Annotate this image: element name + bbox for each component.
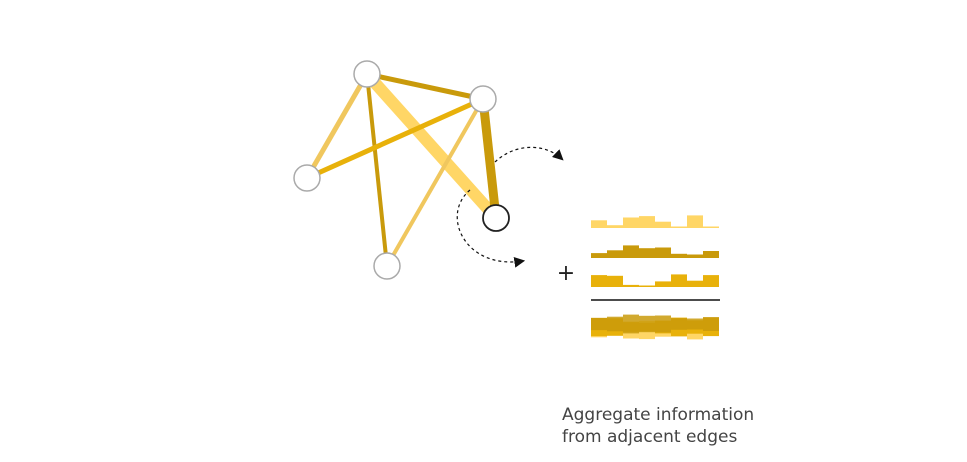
message-bar-row1-4 [639,216,655,228]
node-top [353,60,381,88]
message-bar-row3-2 [607,275,623,287]
sum-bar-layer2-2 [607,316,623,332]
message-bar-row3-3 [623,284,639,287]
message-arrows [456,146,564,268]
incoming-message-arrow-top [494,146,564,163]
edge-right-target [478,98,501,219]
message-bar-row2-2 [607,250,623,258]
edge-message-vectors [591,215,719,287]
message-bar-row1-1 [591,220,607,228]
sum-bar-layer2-3 [623,314,639,334]
sum-bar-layer2-7 [687,318,703,330]
message-bar-row3-5 [655,281,671,287]
sum-bar-layer2-1 [591,317,607,331]
message-bar-row3-7 [687,280,703,287]
node-right [469,85,497,113]
message-bar-row3-4 [639,285,655,287]
graph-nodes [293,60,510,280]
sum-bar-layer2-4 [639,315,655,333]
message-bar-row3-1 [591,275,607,287]
node-left [293,164,321,192]
plus-sign: + [557,261,575,286]
edge-top-left [304,72,370,180]
sum-bar-layer2-6 [671,318,687,330]
sum-bar-layer2-8 [703,317,719,331]
incoming-message-arrow-bottom [456,189,526,268]
edge-top-bottom [365,73,389,267]
edge-right-bottom [385,98,485,267]
message-bar-row2-1 [591,253,607,258]
message-bar-row3-8 [703,275,719,287]
sum-bar-layer2-5 [655,315,671,333]
message-bar-row1-7 [687,215,703,228]
message-bar-row2-7 [687,254,703,258]
caption-line-1: Aggregate information [562,405,755,425]
message-bar-row2-5 [655,247,671,258]
message-bar-row1-2 [607,225,623,228]
edge-left-right [305,96,485,181]
caption-line-2: from adjacent edges [562,427,738,447]
message-bar-row3-6 [671,274,687,287]
graph-edges [304,69,501,267]
node-bottom [373,252,401,280]
message-bar-row1-6 [671,226,687,228]
message-bar-row2-3 [623,245,639,258]
aggregated-message-vector [591,314,719,340]
message-bar-row2-4 [639,248,655,258]
message-bar-row1-8 [703,226,719,228]
message-bar-row1-5 [655,221,671,228]
edge-top-right [366,71,484,102]
message-bar-row2-8 [703,251,719,258]
message-bar-row1-3 [623,217,639,228]
edge-top-target [362,69,501,223]
message-bar-row2-6 [671,253,687,258]
caption: Aggregate information from adjacent edge… [562,404,754,448]
node-target [482,204,510,232]
